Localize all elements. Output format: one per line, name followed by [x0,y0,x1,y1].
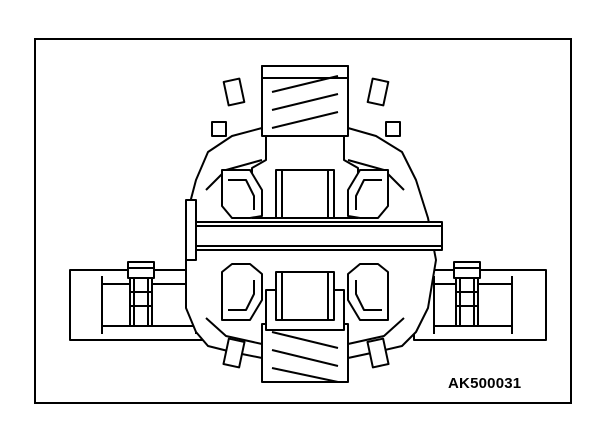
figure-frame: AK500031 [34,38,572,404]
pinion-shaft [185,199,443,261]
ring-gear-bottom [261,323,349,383]
ring-gear-top [261,65,349,137]
left-bolt [127,261,155,327]
side-gear-top [251,135,359,219]
pinion-gear-right [347,169,389,321]
right-flange [413,269,547,341]
bearing-clips [211,77,401,369]
right-bolt [453,261,481,327]
differential-drawing [69,65,547,383]
side-gear-bottom [265,271,345,331]
pinion-gear-left [221,169,263,321]
figure-code: AK500031 [448,375,522,392]
